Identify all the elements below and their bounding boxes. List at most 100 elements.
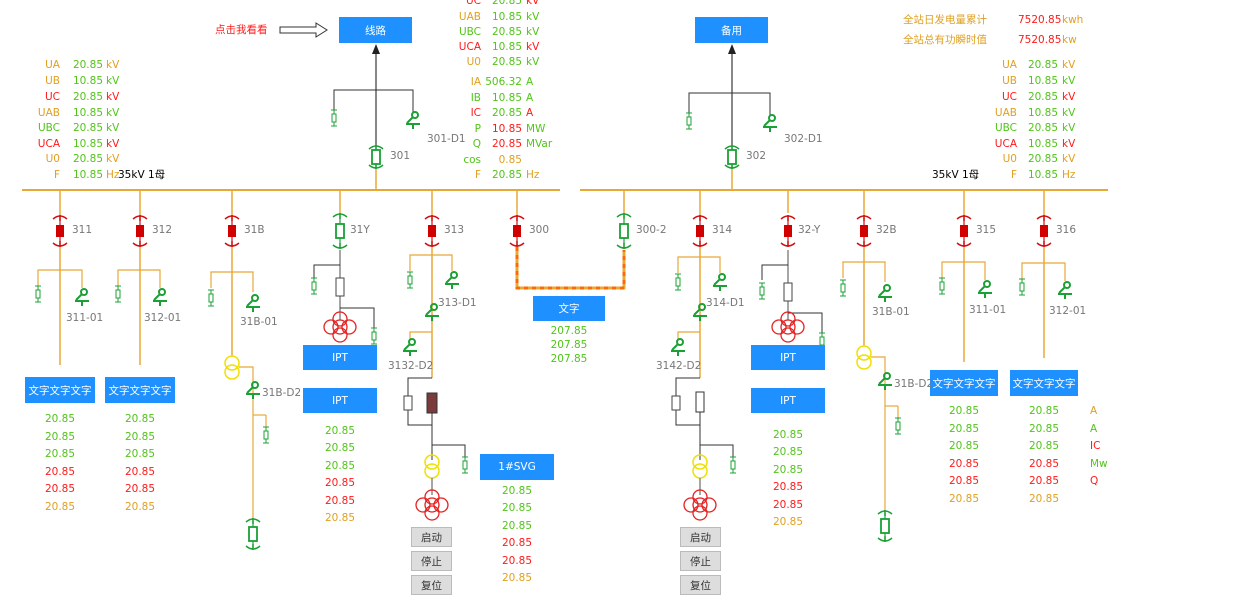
pt-icon: [332, 311, 348, 327]
feeder-value: 20.85: [124, 500, 156, 513]
meter-unit: Hz: [1062, 169, 1076, 181]
switch-label: 31B-01: [872, 306, 910, 318]
ipt-button[interactable]: IPT: [751, 388, 825, 413]
ipt-button[interactable]: IPT: [751, 345, 825, 370]
meter-value: 20.85: [72, 153, 103, 165]
spare-button[interactable]: 备用: [695, 17, 768, 43]
feeder-value: 20.85: [772, 498, 804, 511]
stop-button[interactable]: 停止: [680, 551, 721, 571]
pt-icon: [692, 497, 708, 513]
tie-button[interactable]: 文字: [533, 296, 605, 321]
meter-label: UAB: [994, 107, 1017, 119]
feeder-value: 20.85: [501, 554, 533, 567]
reset-button[interactable]: 复位: [411, 575, 452, 595]
ground-switch-icon: [251, 381, 259, 389]
ground-switch-icon: [1063, 281, 1071, 289]
tie-value: 207.85: [550, 325, 588, 337]
wire: [37, 269, 83, 288]
ground-switch-icon: [408, 338, 416, 346]
ground-switch-icon: [718, 273, 726, 281]
transformer-icon: [224, 364, 240, 380]
meter-value: 10.85: [491, 123, 522, 135]
feeder-button[interactable]: 文字文字文字: [25, 377, 95, 403]
disconnector-body: [675, 277, 681, 287]
ipt-button[interactable]: IPT: [303, 345, 377, 370]
meter-label: IA: [470, 76, 481, 88]
ground-switch-icon: [883, 284, 891, 292]
meter-value: 20.85: [72, 59, 103, 71]
feeder-value: 20.85: [501, 485, 533, 497]
meter-value: 10.85: [72, 75, 103, 87]
meter-unit: Hz: [526, 169, 540, 181]
feeder-value: 20.85: [501, 519, 533, 532]
meter-value: 10.85: [1027, 169, 1058, 181]
ground-switch-arm: [246, 386, 260, 399]
meter-label: U0: [45, 153, 60, 165]
transformer-icon: [224, 355, 240, 371]
pt-icon: [771, 319, 787, 335]
transformer-icon: [856, 354, 872, 370]
ground-switch-arm: [75, 293, 89, 306]
feeder-value: 20.85: [124, 483, 156, 495]
meter-value: 10.85: [72, 138, 103, 150]
feeder-value: 20.85: [124, 430, 156, 443]
fuse-icon: [783, 282, 793, 302]
meter-value: 10.85: [72, 107, 103, 119]
ipt-button[interactable]: IPT: [303, 388, 377, 413]
meter-label: UAB: [37, 107, 60, 119]
meter-value: 0.85: [498, 154, 522, 166]
breaker-red-icon: [696, 225, 704, 237]
meter-label: UCA: [37, 138, 60, 150]
pt-icon: [683, 497, 699, 513]
meter-value: 10.85: [1027, 107, 1058, 119]
reset-button[interactable]: 复位: [680, 575, 721, 595]
meter-value: 20.85: [491, 0, 522, 7]
meter-label: F: [474, 169, 481, 181]
unit-label: Mw: [1090, 457, 1108, 470]
wire: [313, 264, 340, 280]
line-button[interactable]: 线路: [339, 17, 412, 43]
wire: [333, 89, 414, 112]
meter-value: 10.85: [1027, 138, 1058, 150]
feeder-value: 20.85: [948, 422, 980, 435]
meter-label: UAB: [458, 11, 481, 23]
feeder-value: 20.85: [948, 457, 980, 470]
wire: [677, 256, 721, 273]
ground-switch-arm: [878, 289, 892, 302]
meter-label: UC: [44, 91, 60, 103]
feeder-button[interactable]: 文字文字文字: [930, 370, 998, 396]
breaker-red-icon: [513, 225, 521, 237]
meter-label: UCA: [994, 138, 1017, 150]
fuse-icon: [695, 391, 705, 413]
ground-switch-arm: [1058, 286, 1072, 299]
meter-value: 10.85: [491, 11, 522, 23]
feeder-value: 20.85: [948, 475, 980, 487]
meter-label: UC: [465, 0, 481, 7]
wire: [842, 261, 886, 282]
feeder-button[interactable]: 文字文字文字: [1010, 370, 1078, 396]
meter-label: cos: [463, 154, 481, 166]
start-button[interactable]: 启动: [411, 527, 452, 547]
stop-button[interactable]: 停止: [411, 551, 452, 571]
meter-value: 20.85: [72, 122, 103, 134]
feeder-value: 20.85: [501, 572, 533, 584]
meter-label: P: [474, 123, 481, 135]
pt-icon: [780, 311, 796, 327]
disconnector-body: [208, 293, 214, 303]
feeder-label: 316: [1056, 224, 1077, 236]
switch-label: 314-D1: [706, 297, 745, 309]
meter-label: UB: [1002, 75, 1017, 87]
wire: [210, 271, 254, 292]
meter-label: IB: [470, 92, 481, 104]
switch-label: 31B-D2: [262, 387, 302, 399]
meter-unit: MW: [526, 123, 546, 135]
svg-button[interactable]: 1#SVG: [480, 454, 554, 480]
meter-unit: Hz: [106, 169, 120, 181]
start-button[interactable]: 启动: [680, 527, 721, 547]
feeder-button[interactable]: 文字文字文字: [105, 377, 175, 403]
meter-value: 20.85: [1027, 122, 1058, 134]
disconnector-body: [371, 331, 377, 341]
feeder-value: 20.85: [324, 442, 356, 455]
switch-label: 3132-D2: [388, 360, 434, 372]
switch-label: 311-01: [66, 312, 104, 324]
